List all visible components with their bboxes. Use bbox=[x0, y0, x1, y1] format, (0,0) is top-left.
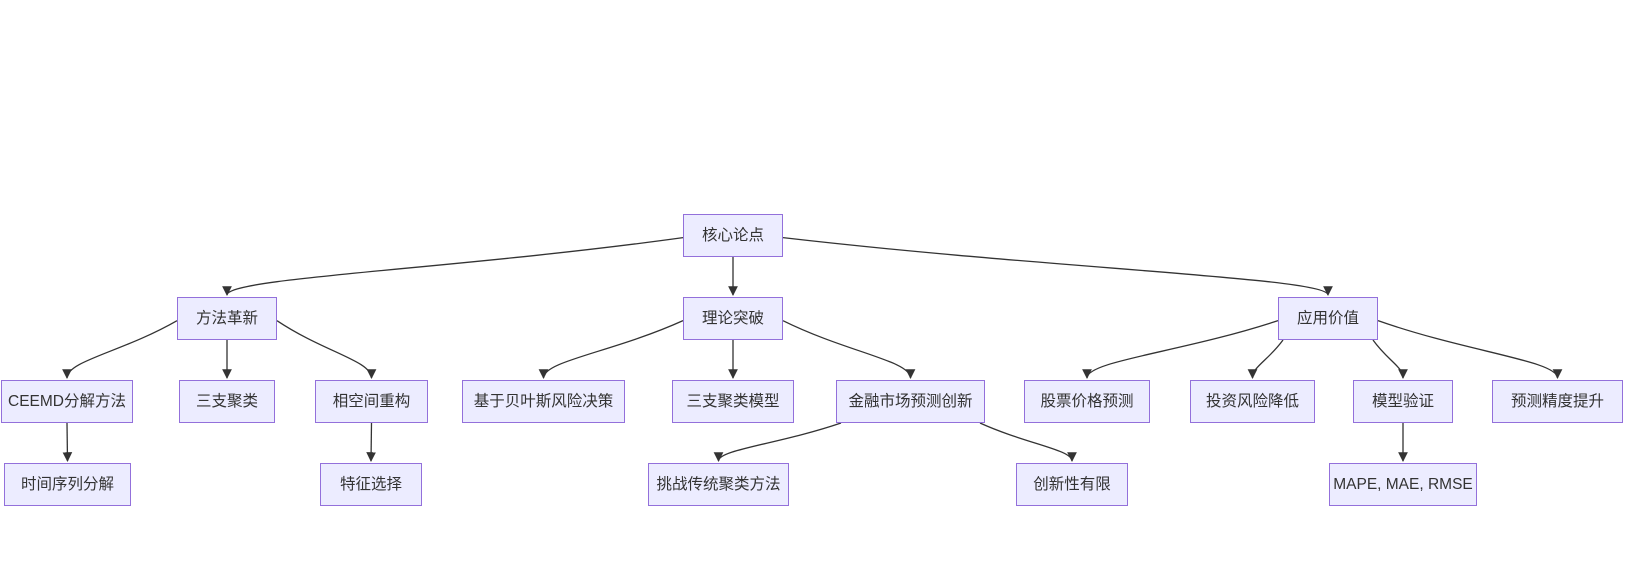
node-time-series-decomposition: 时间序列分解 bbox=[4, 463, 131, 506]
edge-phase-space-reconstruction-to-feature-selection bbox=[366, 422, 376, 462]
edge-theory-breakthrough-to-bayesian-risk-decision bbox=[538, 320, 684, 379]
node-method-innovation: 方法革新 bbox=[177, 297, 277, 340]
node-stock-price-prediction: 股票价格预测 bbox=[1024, 380, 1150, 423]
node-model-validation: 模型验证 bbox=[1353, 380, 1453, 423]
node-three-way-clustering: 三支聚类 bbox=[179, 380, 275, 423]
node-feature-selection: 特征选择 bbox=[320, 463, 422, 506]
edge-ceemd-decomposition-to-time-series-decomposition bbox=[62, 422, 73, 462]
edge-financial-market-forecast-innovation-to-challenge-traditional-clustering bbox=[713, 422, 842, 462]
node-error-metrics: MAPE, MAE, RMSE bbox=[1329, 463, 1477, 506]
node-challenge-traditional-clustering: 挑战传统聚类方法 bbox=[648, 463, 789, 506]
edge-core-thesis-to-method-innovation bbox=[222, 237, 684, 296]
edge-application-value-to-forecast-accuracy-improvement bbox=[1377, 320, 1563, 379]
edge-application-value-to-stock-price-prediction bbox=[1082, 320, 1279, 379]
node-forecast-accuracy-improvement: 预测精度提升 bbox=[1492, 380, 1623, 423]
edge-method-innovation-to-phase-space-reconstruction bbox=[276, 320, 377, 379]
node-bayesian-risk-decision: 基于贝叶斯风险决策 bbox=[462, 380, 625, 423]
node-financial-market-forecast-innovation: 金融市场预测创新 bbox=[836, 380, 985, 423]
node-core-thesis: 核心论点 bbox=[683, 214, 783, 257]
node-theory-breakthrough: 理论突破 bbox=[683, 297, 783, 340]
edge-method-innovation-to-ceemd-decomposition bbox=[62, 320, 178, 379]
edge-application-value-to-model-validation bbox=[1372, 339, 1408, 379]
node-investment-risk-reduction: 投资风险降低 bbox=[1190, 380, 1315, 423]
node-limited-innovation: 创新性有限 bbox=[1016, 463, 1128, 506]
node-three-way-clustering-model: 三支聚类模型 bbox=[672, 380, 794, 423]
edge-core-thesis-to-application-value bbox=[782, 237, 1333, 296]
edge-theory-breakthrough-to-financial-market-forecast-innovation bbox=[782, 320, 916, 379]
node-phase-space-reconstruction: 相空间重构 bbox=[315, 380, 428, 423]
node-ceemd-decomposition: CEEMD分解方法 bbox=[1, 380, 133, 423]
edge-financial-market-forecast-innovation-to-limited-innovation bbox=[979, 422, 1077, 462]
node-application-value: 应用价值 bbox=[1278, 297, 1378, 340]
edge-application-value-to-investment-risk-reduction bbox=[1247, 339, 1284, 379]
